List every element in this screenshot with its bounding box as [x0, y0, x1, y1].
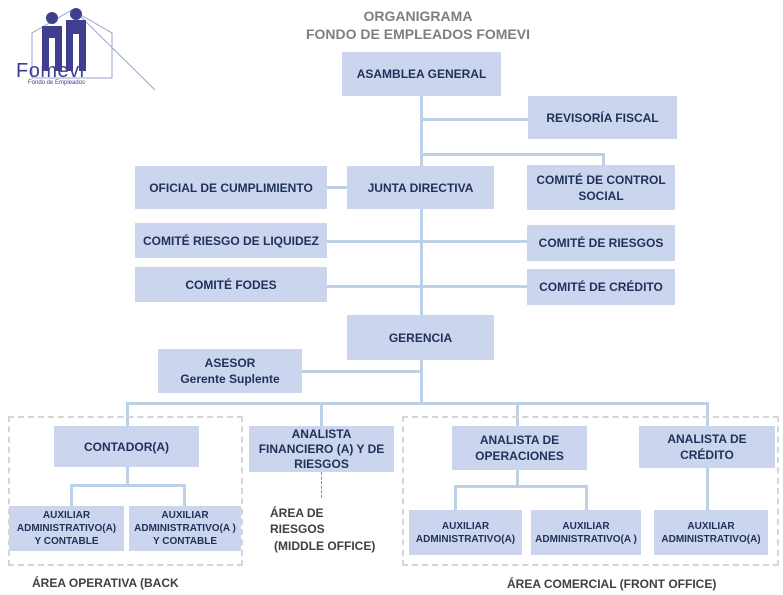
logo-name: Fomevi	[16, 60, 85, 82]
connector	[326, 285, 527, 288]
junta-directiva-box: JUNTA DIRECTIVA	[347, 166, 494, 209]
dotted-connector	[321, 472, 322, 498]
connector	[302, 370, 422, 373]
auxiliar-operaciones-2-box: AUXILIAR ADMINISTRATIVO(A )	[531, 510, 641, 555]
analista-credito-box: ANALISTA DE CRÉDITO	[639, 426, 775, 468]
comite-credito-box: COMITÉ DE CRÉDITO	[527, 269, 675, 305]
area-operativa-frame	[8, 416, 243, 566]
asesor-subtitle: Gerente Suplente	[180, 372, 280, 386]
auxiliar-operaciones-1-box: AUXILIAR ADMINISTRATIVO(A)	[409, 510, 522, 555]
comite-riesgo-liquidez-box: COMITÉ RIESGO DE LIQUIDEZ	[135, 223, 327, 258]
revisoria-fiscal-box: REVISORÍA FISCAL	[528, 96, 677, 139]
area-riesgos-label-1: ÁREA DE	[270, 506, 324, 520]
area-riesgos-label-2: RIESGOS	[270, 522, 325, 536]
asesor-box: ASESOR Gerente Suplente	[158, 349, 302, 393]
connector	[420, 153, 605, 156]
area-comercial-frame	[402, 416, 779, 566]
connector	[70, 484, 186, 487]
connector	[706, 402, 709, 426]
gerencia-box: GERENCIA	[347, 315, 494, 360]
chart-title: ORGANIGRAMA	[363, 8, 473, 24]
connector	[454, 485, 588, 488]
connector	[420, 360, 423, 404]
comite-riesgos-box: COMITÉ DE RIESGOS	[527, 225, 675, 261]
connector	[326, 240, 527, 243]
asamblea-general-box: ASAMBLEA GENERAL	[342, 52, 501, 96]
comite-control-social-box: COMITÉ DE CONTROL SOCIAL	[527, 165, 675, 210]
connector	[313, 186, 347, 189]
connector	[320, 402, 323, 426]
connector	[454, 485, 457, 510]
connector	[516, 470, 519, 486]
connector	[126, 402, 129, 426]
connector	[602, 153, 605, 165]
comite-fodes-box: COMITÉ FODES	[135, 267, 327, 302]
auxiliar-contable-1-box: AUXILIAR ADMINISTRATIVO(A) Y CONTABLE	[9, 506, 124, 551]
connector	[706, 468, 709, 510]
connector	[585, 485, 588, 510]
contador-box: CONTADOR(A)	[54, 426, 199, 467]
area-riesgos-label-3: (MIDDLE OFFICE)	[274, 539, 376, 553]
auxiliar-contable-2-box: AUXILIAR ADMINISTRATIVO(A ) Y CONTABLE	[129, 506, 241, 551]
chart-subtitle: FONDO DE EMPLEADOS FOMEVI	[305, 26, 530, 42]
asesor-title: ASESOR	[204, 356, 256, 370]
analista-financiero-box: ANALISTA FINANCIERO (A) Y DE RIESGOS	[249, 426, 394, 472]
logo-tagline: Fondo de Empleados	[28, 80, 86, 86]
area-comercial-label: ÁREA COMERCIAL (FRONT OFFICE)	[507, 577, 717, 591]
connector	[70, 484, 73, 506]
people-house-icon	[31, 8, 156, 91]
connector	[183, 484, 186, 506]
oficial-cumplimiento-box: OFICIAL DE CUMPLIMIENTO	[135, 166, 327, 209]
connector	[420, 118, 528, 121]
connector	[516, 402, 519, 426]
connector	[126, 402, 709, 405]
analista-operaciones-box: ANALISTA DE OPERACIONES	[452, 426, 587, 470]
auxiliar-credito-box: AUXILIAR ADMINISTRATIVO(A)	[654, 510, 768, 555]
area-operativa-label: ÁREA OPERATIVA (BACK	[32, 576, 179, 590]
connector	[126, 467, 129, 485]
